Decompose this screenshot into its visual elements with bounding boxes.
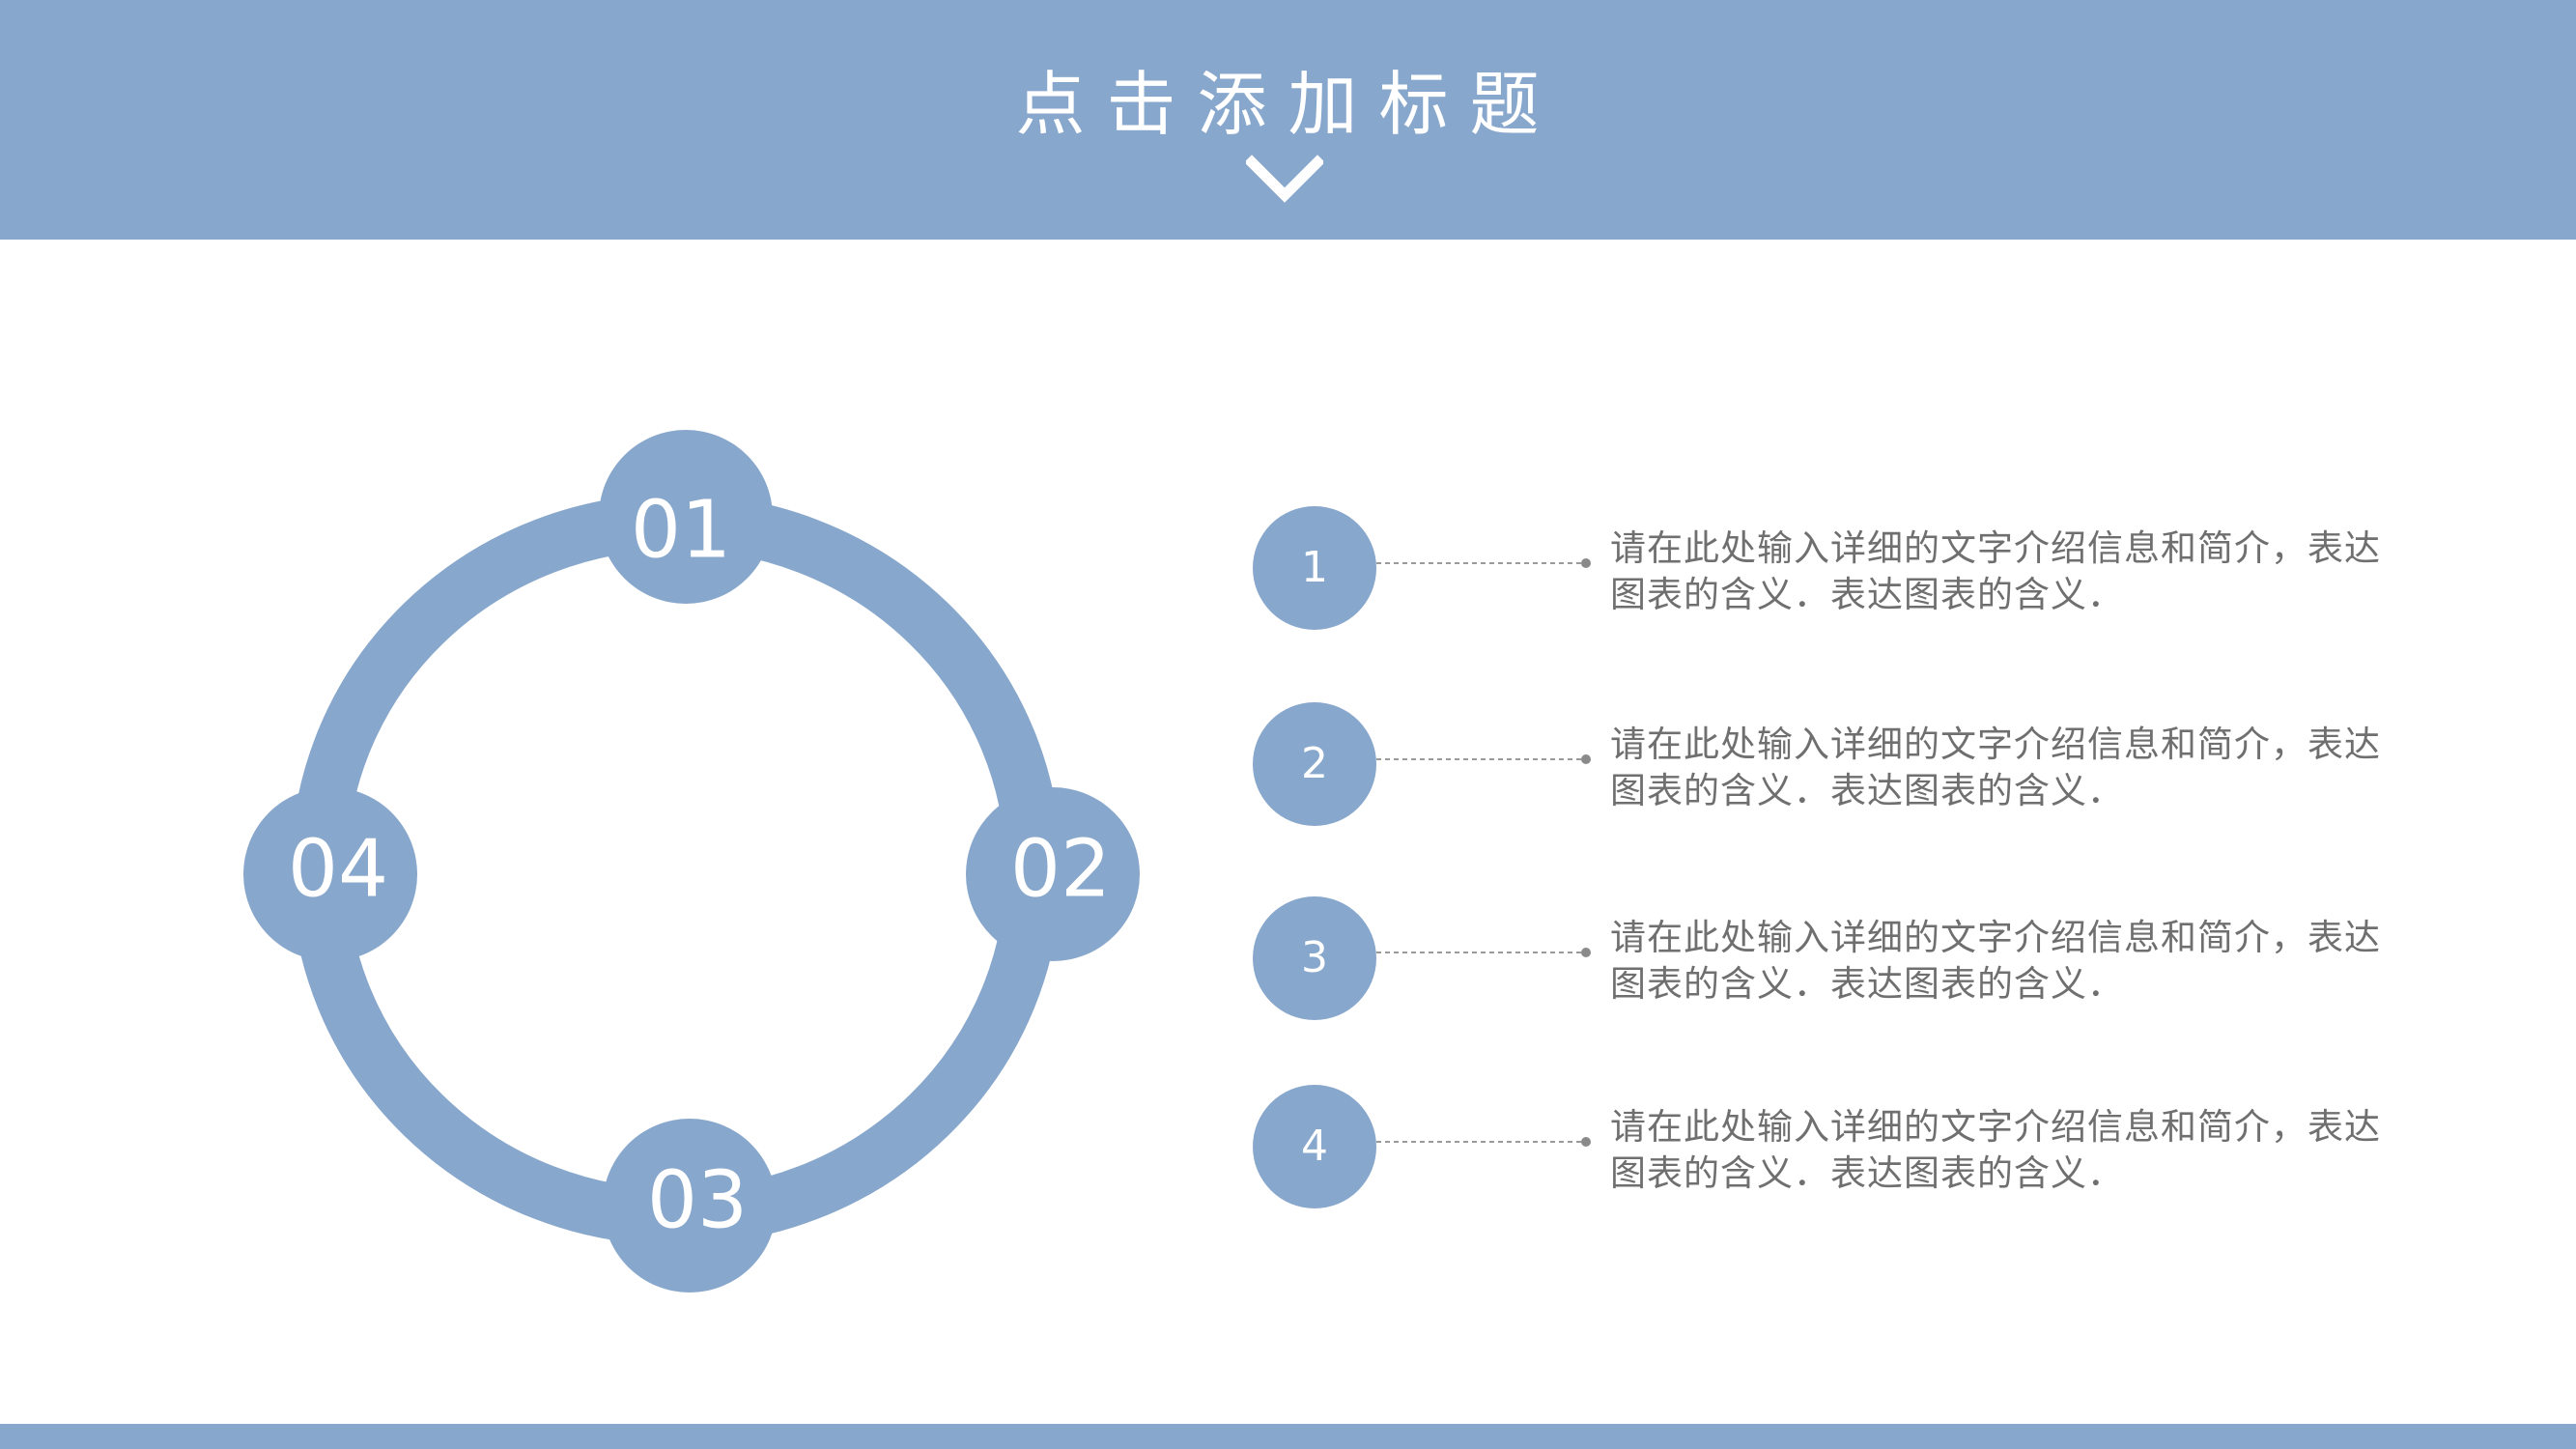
connector-dot-4 [1581,1137,1591,1147]
connector-dot-1 [1581,558,1591,568]
step-marker-3[interactable]: 3 [1253,896,1376,1020]
chevron-down-icon [1246,155,1323,203]
connector-dot-3 [1581,948,1591,957]
slide-title[interactable]: 点击添加标题 [1015,64,1561,145]
step-description-4[interactable]: 请在此处输入详细的文字介绍信息和简介，表达图表的含义．表达图表的含义． [1610,1106,2381,1194]
step-marker-1[interactable]: 1 [1253,506,1376,630]
step-description-3[interactable]: 请在此处输入详细的文字介绍信息和简介，表达图表的含义．表达图表的含义． [1610,917,2381,1005]
ring-node-label: 01 [631,484,731,576]
header-bar: 点击添加标题 [0,0,2576,240]
step-marker-2[interactable]: 2 [1253,702,1376,826]
cycle-ring [291,494,1062,1245]
connector-dot-2 [1581,754,1591,764]
step-description-2[interactable]: 请在此处输入详细的文字介绍信息和简介，表达图表的含义．表达图表的含义． [1610,724,2381,811]
ring-node-04[interactable]: 04 [243,787,417,961]
step-number: 2 [1301,739,1328,788]
ring-node-label: 03 [647,1154,748,1246]
step-description-1[interactable]: 请在此处输入详细的文字介绍信息和简介，表达图表的含义．表达图表的含义． [1610,527,2381,615]
step-number: 1 [1301,543,1328,592]
ring-node-label: 04 [288,823,388,915]
step-number: 4 [1301,1122,1328,1171]
step-number: 3 [1301,933,1328,982]
ring-node-01[interactable]: 01 [599,430,773,604]
ring-node-02[interactable]: 02 [966,787,1140,961]
ring-node-03[interactable]: 03 [603,1119,777,1293]
ring-node-label: 02 [1010,823,1111,915]
footer-bar [0,1424,2576,1449]
step-marker-4[interactable]: 4 [1253,1085,1376,1208]
